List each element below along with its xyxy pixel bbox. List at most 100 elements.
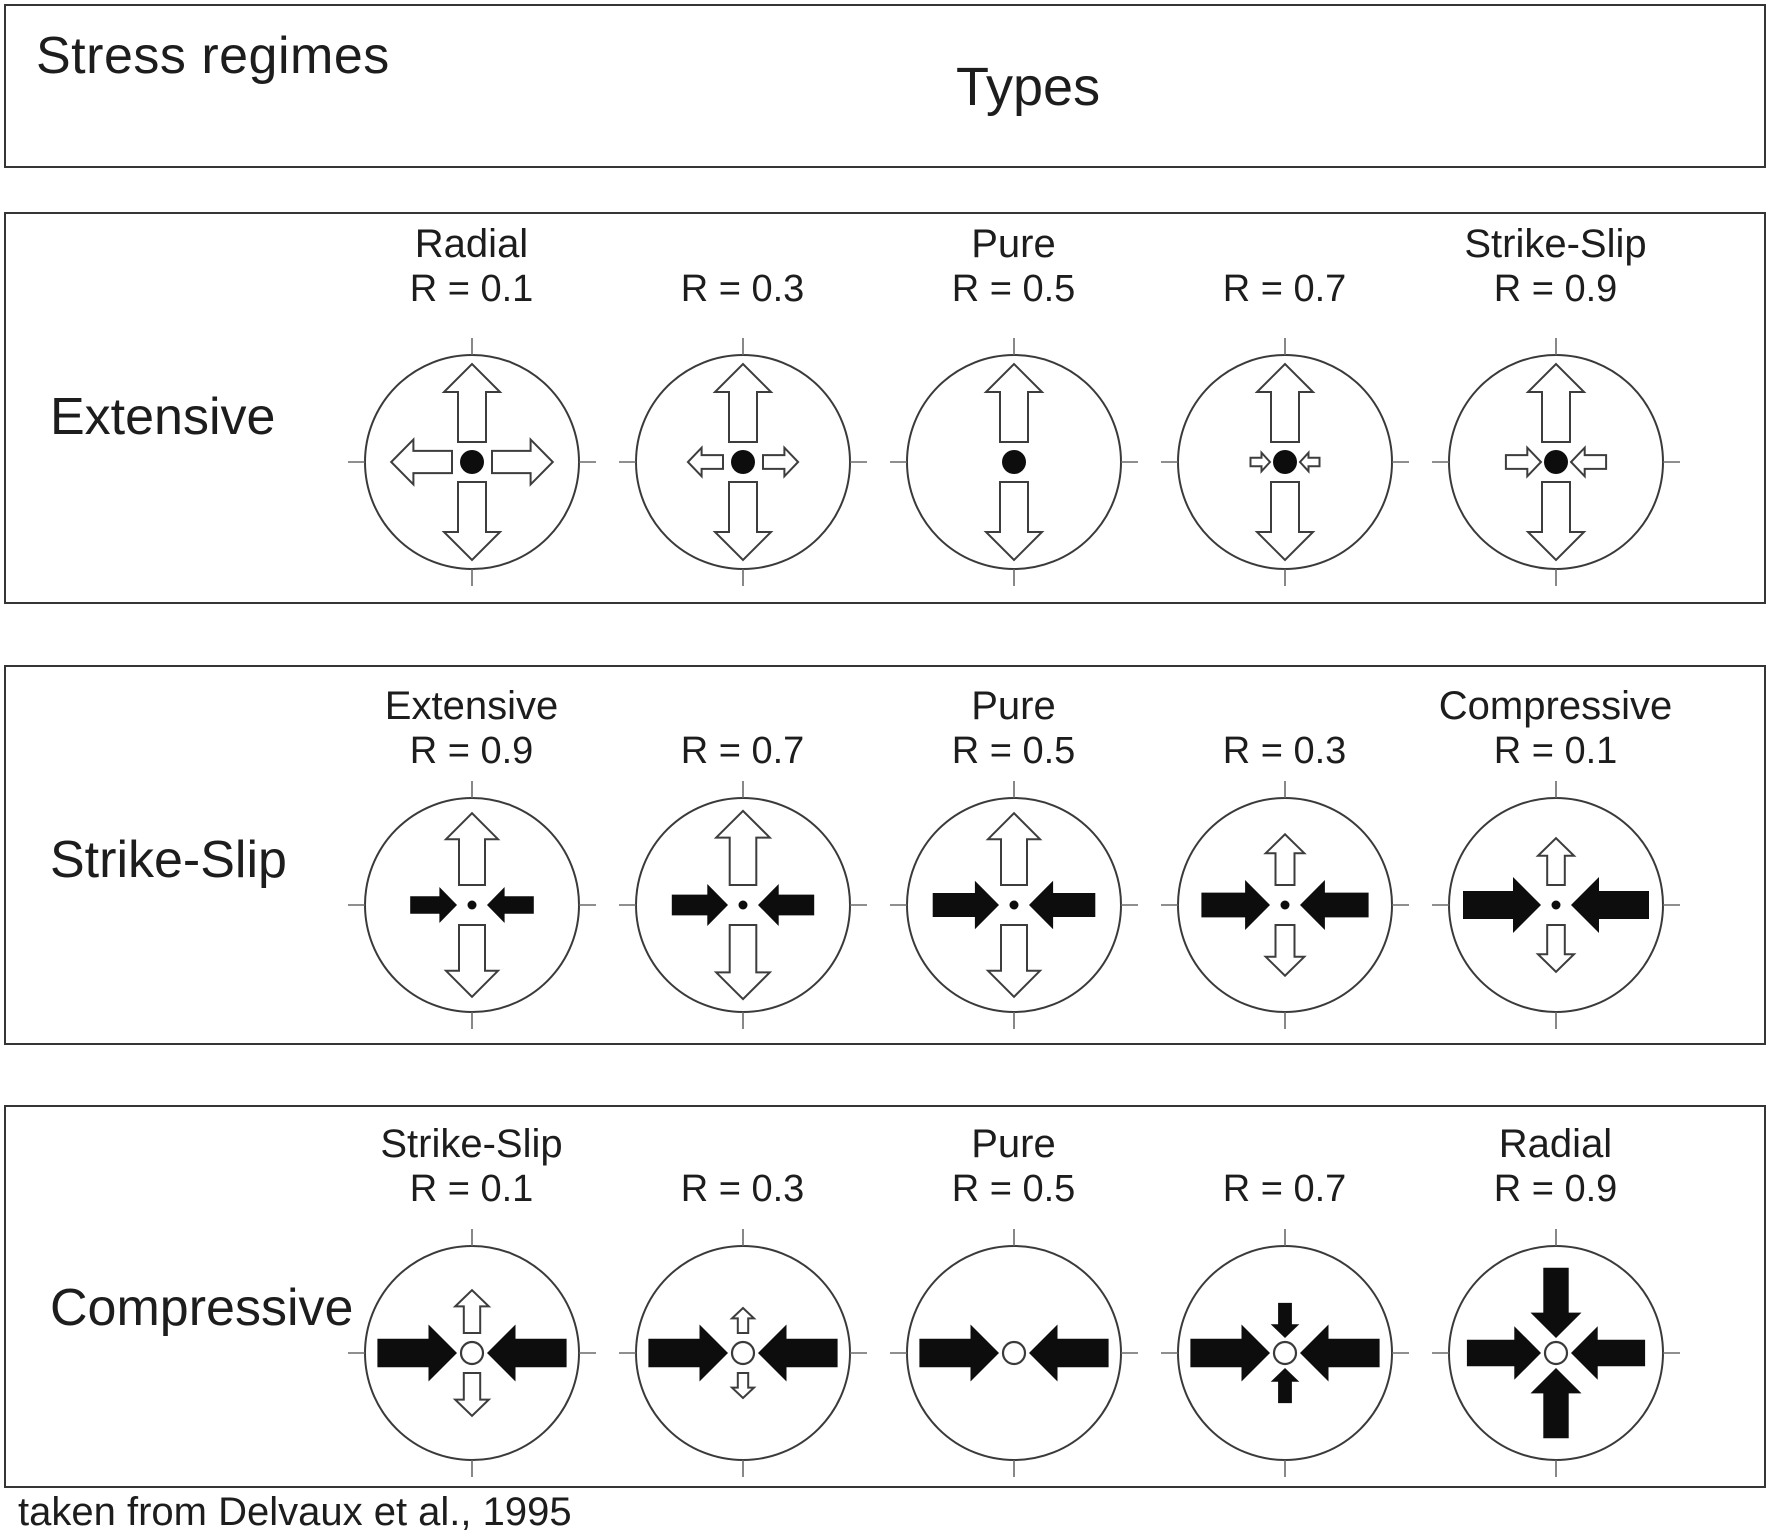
north-arrow-outline-outward (1525, 362, 1586, 443)
east-arrow-filled-inward (1570, 877, 1649, 933)
stress-circle-strike-slip-0.7 (618, 781, 867, 1029)
stress-circle-compressive-0.1 (347, 1229, 596, 1477)
center-marker-large-dot (730, 450, 755, 474)
stress-circle-extensive-0.9 (1431, 338, 1680, 586)
type-name-label: Strike-Slip (1464, 222, 1647, 266)
regime-label: Strike-Slip (50, 831, 287, 889)
east-arrow-outline-outward (490, 437, 554, 487)
type-name-label: Pure (971, 222, 1056, 266)
south-arrow-outline-outward (1254, 481, 1315, 562)
regime-label: Compressive (50, 1279, 354, 1337)
north-arrow-outline-outward (728, 1306, 757, 1334)
stress-circle-strike-slip-0.3 (1160, 781, 1409, 1029)
north-arrow-filled-inward (1530, 1267, 1581, 1338)
east-arrow-filled-inward (1028, 880, 1095, 930)
stress-circle-compressive-0.5 (889, 1229, 1138, 1477)
stress-ratio-label: R = 0.5 (951, 268, 1076, 310)
east-arrow-filled-inward (757, 1324, 838, 1382)
north-arrow-outline-outward (712, 362, 773, 443)
regime-label: Extensive (50, 388, 276, 446)
type-cell: R = 0.7 (1149, 1107, 1420, 1486)
east-arrow-outline-inward (1298, 450, 1320, 474)
south-arrow-filled-inward (1530, 1368, 1581, 1439)
north-arrow-outline-outward (441, 362, 502, 443)
stress-ratio-label: R = 0.5 (951, 730, 1076, 772)
north-arrow-outline-outward (983, 362, 1044, 443)
east-arrow-filled-inward (1299, 1324, 1380, 1382)
west-arrow-filled-inward (1189, 1324, 1270, 1382)
type-name-label: Pure (971, 684, 1056, 728)
type-name-label: Strike-Slip (380, 1122, 563, 1166)
west-arrow-outline-inward (1504, 445, 1542, 479)
west-arrow-filled-inward (1466, 1326, 1541, 1380)
type-name-label: Compressive (1438, 684, 1673, 728)
south-arrow-outline-outward (728, 1372, 757, 1400)
figure-title: Stress regimes (36, 27, 390, 85)
stress-circle-strike-slip-0.5 (889, 781, 1138, 1029)
header-box: Stress regimes Types (4, 4, 1766, 168)
stress-circle-extensive-0.1 (347, 338, 596, 586)
south-arrow-outline-outward (985, 924, 1042, 999)
south-arrow-outline-outward (452, 1372, 491, 1418)
east-arrow-outline-outward (761, 445, 799, 479)
west-arrow-outline-outward (686, 445, 724, 479)
south-arrow-outline-outward (713, 924, 772, 1001)
center-marker-small-dot (738, 900, 747, 910)
stress-ratio-label: R = 0.3 (680, 268, 805, 310)
center-marker-small-dot (1009, 900, 1018, 910)
west-arrow-filled-inward (671, 884, 728, 926)
stress-ratio-label: R = 0.7 (1222, 1168, 1347, 1210)
north-arrow-outline-outward (985, 811, 1042, 886)
stress-ratio-label: R = 0.7 (1222, 268, 1347, 310)
east-arrow-filled-inward (1570, 1326, 1645, 1380)
west-arrow-filled-inward (647, 1324, 728, 1382)
south-arrow-outline-outward (712, 481, 773, 562)
center-marker-large-dot (1001, 450, 1026, 474)
stress-ratio-label: R = 0.9 (409, 730, 534, 772)
north-arrow-outline-outward (1254, 362, 1315, 443)
stress-ratio-label: R = 0.7 (680, 730, 805, 772)
north-arrow-filled-inward (1270, 1302, 1299, 1338)
stress-ratio-label: R = 0.3 (1222, 730, 1347, 772)
center-marker-large-dot (1272, 450, 1297, 474)
east-arrow-filled-inward (757, 884, 814, 926)
center-marker-small-dot (1551, 900, 1560, 910)
stress-ratio-label: R = 0.5 (951, 1168, 1076, 1210)
east-arrow-filled-inward (486, 887, 534, 923)
south-arrow-outline-outward (441, 481, 502, 562)
south-arrow-outline-outward (1262, 924, 1307, 978)
south-arrow-outline-outward (443, 924, 500, 999)
stress-circle-extensive-0.5 (889, 338, 1138, 586)
type-cell: R = 0.7 (1149, 214, 1420, 602)
type-name-label: Pure (971, 1122, 1056, 1166)
south-arrow-filled-inward (1270, 1368, 1299, 1404)
center-marker-ring (459, 1340, 484, 1366)
stress-circle-strike-slip-0.9 (347, 781, 596, 1029)
stress-circle-strike-slip-0.1 (1431, 781, 1680, 1029)
west-arrow-filled-inward (932, 880, 999, 930)
east-arrow-filled-inward (486, 1324, 567, 1382)
center-marker-small-dot (1280, 900, 1289, 910)
south-arrow-outline-outward (983, 481, 1044, 562)
center-marker-ring (1543, 1340, 1568, 1366)
type-name-label: Extensive (384, 684, 559, 728)
source-credit: taken from Delvaux et al., 1995 (18, 1490, 572, 1534)
west-arrow-filled-inward (409, 887, 457, 923)
west-arrow-outline-inward (1249, 450, 1271, 474)
types-label: Types (956, 57, 1101, 117)
stress-ratio-label: R = 0.3 (680, 1168, 805, 1210)
center-marker-large-dot (459, 450, 484, 474)
east-arrow-filled-inward (1299, 880, 1369, 930)
stress-ratio-label: R = 0.9 (1493, 268, 1618, 310)
center-marker-ring (1272, 1340, 1297, 1366)
north-arrow-outline-outward (452, 1288, 491, 1334)
